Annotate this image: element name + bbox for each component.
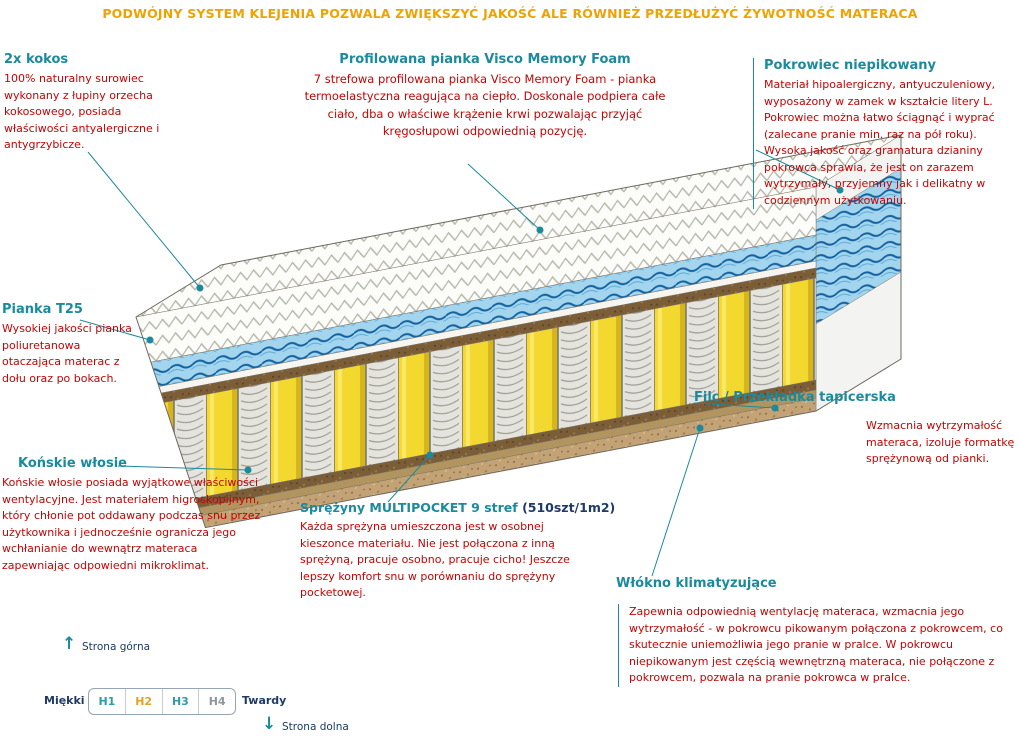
hardness-level-h1: H1: [98, 695, 116, 708]
annotation-visco: Profilowana pianka Visco Memory Foam 7 s…: [292, 52, 678, 140]
hardness-level-h3: H3: [161, 689, 199, 714]
annotation-sprezyny: Sprężyny MULTIPOCKET 9 stref (510szt/1m2…: [300, 500, 615, 602]
top-side-label: Strona górna: [82, 641, 151, 653]
annotation-filc-body: Wzmacnia wytrzymałość materaca, izoluje …: [866, 419, 1015, 465]
annotation-pokrowiec-title: Pokrowiec niepikowany: [764, 58, 936, 73]
annotation-visco-title: Profilowana pianka Visco Memory Foam: [339, 52, 631, 67]
bottom-side-label: Strona dolna: [282, 721, 349, 733]
annotation-wlokno-title: Włókno klimatyzujące: [616, 576, 777, 591]
annotation-kokos-body: 100% naturalny surowiec wykonany z łupin…: [4, 72, 160, 151]
annotation-pokrowiec: Pokrowiec niepikowany Materiał hipoalerg…: [753, 58, 1015, 209]
soft-label: Miękki: [44, 694, 85, 707]
annotation-filc-title: Filc / Przekładka tapicerska: [694, 390, 896, 405]
annotation-sprezyny-title: Sprężyny MULTIPOCKET 9 stref (510szt/1m2…: [300, 500, 615, 515]
top-banner-text: PODWÓJNY SYSTEM KLEJENIA POZWALA ZWIĘKSZ…: [102, 6, 918, 21]
hardness-level-h4: H4: [198, 689, 235, 714]
hard-label: Twardy: [242, 694, 287, 707]
annotation-sprezyny-title-main: Sprężyny MULTIPOCKET 9 stref: [300, 500, 518, 515]
annotation-wlokno-body: Zapewnia odpowiednią wentylację materaca…: [618, 604, 1020, 687]
annotation-konskie-wlosie-body: Końskie włosie posiada wyjątkowe właściw…: [2, 476, 261, 572]
annotation-konskie-wlosie: Końskie włosie Końskie włosie posiada wy…: [2, 456, 264, 574]
annotation-kokos-title: 2x kokos: [4, 52, 69, 67]
annotation-pokrowiec-body: Materiał hipoalergiczny, antyuczuleniowy…: [764, 78, 996, 207]
annotation-sprezyny-title-suffix: (510szt/1m2): [522, 500, 616, 515]
up-arrow-icon: ↑: [62, 634, 77, 654]
hardness-level-h2: H2: [124, 689, 162, 714]
annotation-sprezyny-body: Każda sprężyna umieszczona jest w osobne…: [300, 520, 570, 599]
annotation-pianka-t25: Pianka T25 Wysokiej jakości pianka poliu…: [2, 302, 134, 387]
annotation-konskie-wlosie-title: Końskie włosie: [18, 456, 127, 471]
hardness-bar: H1 H2 H3 H4: [88, 688, 236, 715]
annotation-pianka-t25-title: Pianka T25: [2, 302, 83, 317]
annotation-visco-body: 7 strefowa profilowana pianka Visco Memo…: [304, 72, 666, 138]
mattress-outline: [135, 134, 902, 529]
annotation-pianka-t25-body: Wysokiej jakości pianka poliuretanowa ot…: [2, 322, 132, 385]
annotation-kokos: 2x kokos 100% naturalny surowiec wykonan…: [4, 52, 186, 154]
down-arrow-icon: ↓: [262, 714, 277, 734]
